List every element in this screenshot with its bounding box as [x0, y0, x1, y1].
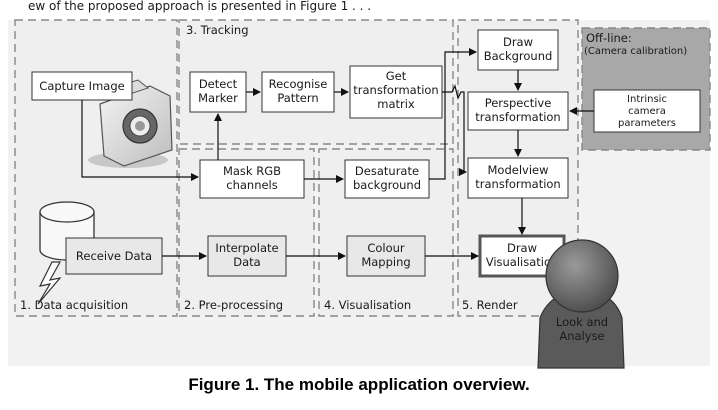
colour-mapping-text-1: Colour [367, 241, 405, 255]
perspective-box [467, 91, 569, 131]
draw-background-box [477, 29, 559, 71]
offline-sublabel: (Camera calibration) [584, 46, 687, 57]
receive-data-box [65, 237, 163, 275]
interpolate-text-2: Data [233, 255, 260, 269]
recognise-pattern-text-2: Pattern [277, 91, 318, 105]
render-label: 5. Render [462, 298, 518, 312]
visualisation-label: 4. Visualisation [324, 298, 411, 312]
modelview-text-1: Modelview [487, 163, 548, 177]
person-icon [537, 239, 625, 369]
intrinsic-text-2: camera [628, 106, 666, 117]
figure-caption: Figure 1. The mobile application overvie… [188, 375, 529, 394]
intrinsic-text-3: parameters [618, 118, 676, 129]
colour-mapping-box [346, 235, 426, 277]
desaturate-text-1: Desaturate [355, 164, 419, 178]
draw-background-text-1: Draw [503, 35, 533, 49]
capture-image-text: Capture Image [39, 79, 124, 93]
interpolate-box [207, 235, 287, 277]
detect-marker-box [189, 71, 247, 113]
modelview-box [467, 157, 569, 199]
get-matrix-text-3: matrix [377, 97, 415, 111]
get-matrix-text-1: Get [386, 69, 407, 83]
modelview-text-2: transformation [475, 177, 560, 191]
desaturate-text-2: background [353, 178, 421, 192]
draw-vis-text-2: Visualisation [486, 255, 559, 269]
colour-mapping-text-2: Mapping [361, 255, 410, 269]
get-matrix-text-2: transformation [353, 83, 438, 97]
desaturate-box [344, 159, 430, 199]
mask-rgb-text-1: Mask RGB [223, 164, 281, 178]
data-acquisition-label: 1. Data acquisition [20, 298, 128, 312]
detect-marker-text-2: Marker [198, 91, 238, 105]
perspective-text-2: transformation [475, 110, 560, 124]
draw-background-text-2: Background [484, 49, 553, 63]
interpolate-text-1: Interpolate [215, 241, 278, 255]
tracking-label: 3. Tracking [186, 23, 249, 37]
perspective-text-1: Perspective [485, 96, 552, 110]
intrinsic-text-1: Intrinsic [627, 94, 667, 105]
offline-label: Off-line: [586, 31, 632, 45]
lightning-icon [37, 261, 62, 305]
recognise-pattern-text-1: Recognise [269, 77, 328, 91]
arrows [81, 48, 594, 260]
look-text-2: Analyse [559, 329, 604, 343]
camera-icon [88, 79, 173, 168]
receive-data-text: Receive Data [76, 249, 152, 263]
intrinsic-box [593, 89, 701, 133]
pre-processing-label: 2. Pre-processing [184, 298, 283, 312]
mask-rgb-text-2: channels [226, 178, 278, 192]
detect-marker-text-1: Detect [199, 77, 238, 91]
draw-vis-text-1: Draw [507, 241, 537, 255]
get-matrix-box [349, 65, 443, 119]
header-partial-text: ew of the proposed approach is presented… [28, 0, 371, 13]
look-text-1: Look and [556, 315, 608, 329]
